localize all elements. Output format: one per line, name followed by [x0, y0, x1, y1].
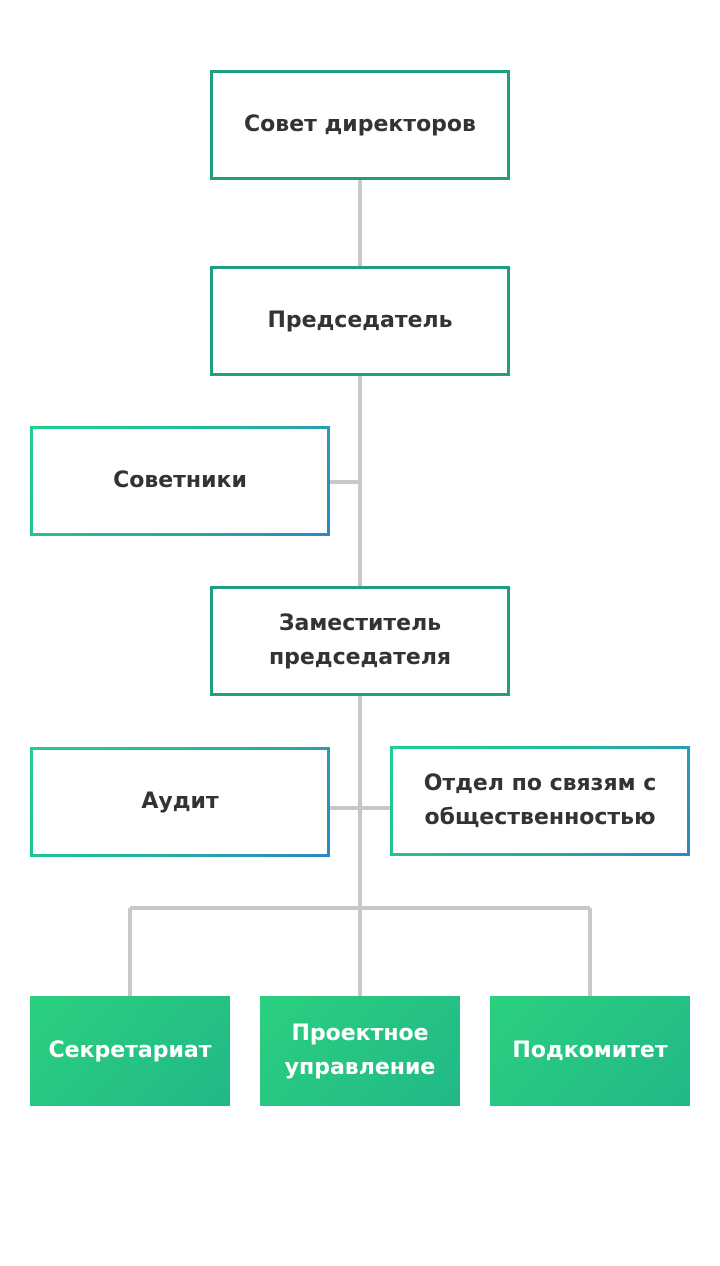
node-secretariat-label: Секретариат — [48, 1038, 212, 1063]
node-deputy-chairman-label: Заместитель председателя — [268, 611, 452, 670]
node-audit-label: Аудит — [141, 789, 219, 814]
node-board-of-directors-label: Совет директоров — [244, 112, 476, 137]
node-project-management: Проектное управление — [260, 996, 460, 1106]
node-public-relations: Отдел по связям с общественностью — [390, 746, 690, 856]
node-public-relations-label: Отдел по связям с общественностью — [423, 771, 657, 830]
node-audit: Аудит — [30, 747, 330, 857]
node-project-management-label: Проектное управление — [284, 1021, 436, 1080]
node-subcommittee: Подкомитет — [490, 996, 690, 1106]
node-advisors-label: Советники — [113, 468, 247, 493]
node-chairman-label: Председатель — [267, 308, 453, 333]
node-advisors: Советники — [30, 426, 330, 536]
node-subcommittee-label: Подкомитет — [512, 1038, 668, 1063]
node-secretariat: Секретариат — [30, 996, 230, 1106]
node-chairman: Председатель — [210, 266, 510, 376]
node-deputy-chairman: Заместитель председателя — [210, 586, 510, 696]
node-board-of-directors: Совет директоров — [210, 70, 510, 180]
